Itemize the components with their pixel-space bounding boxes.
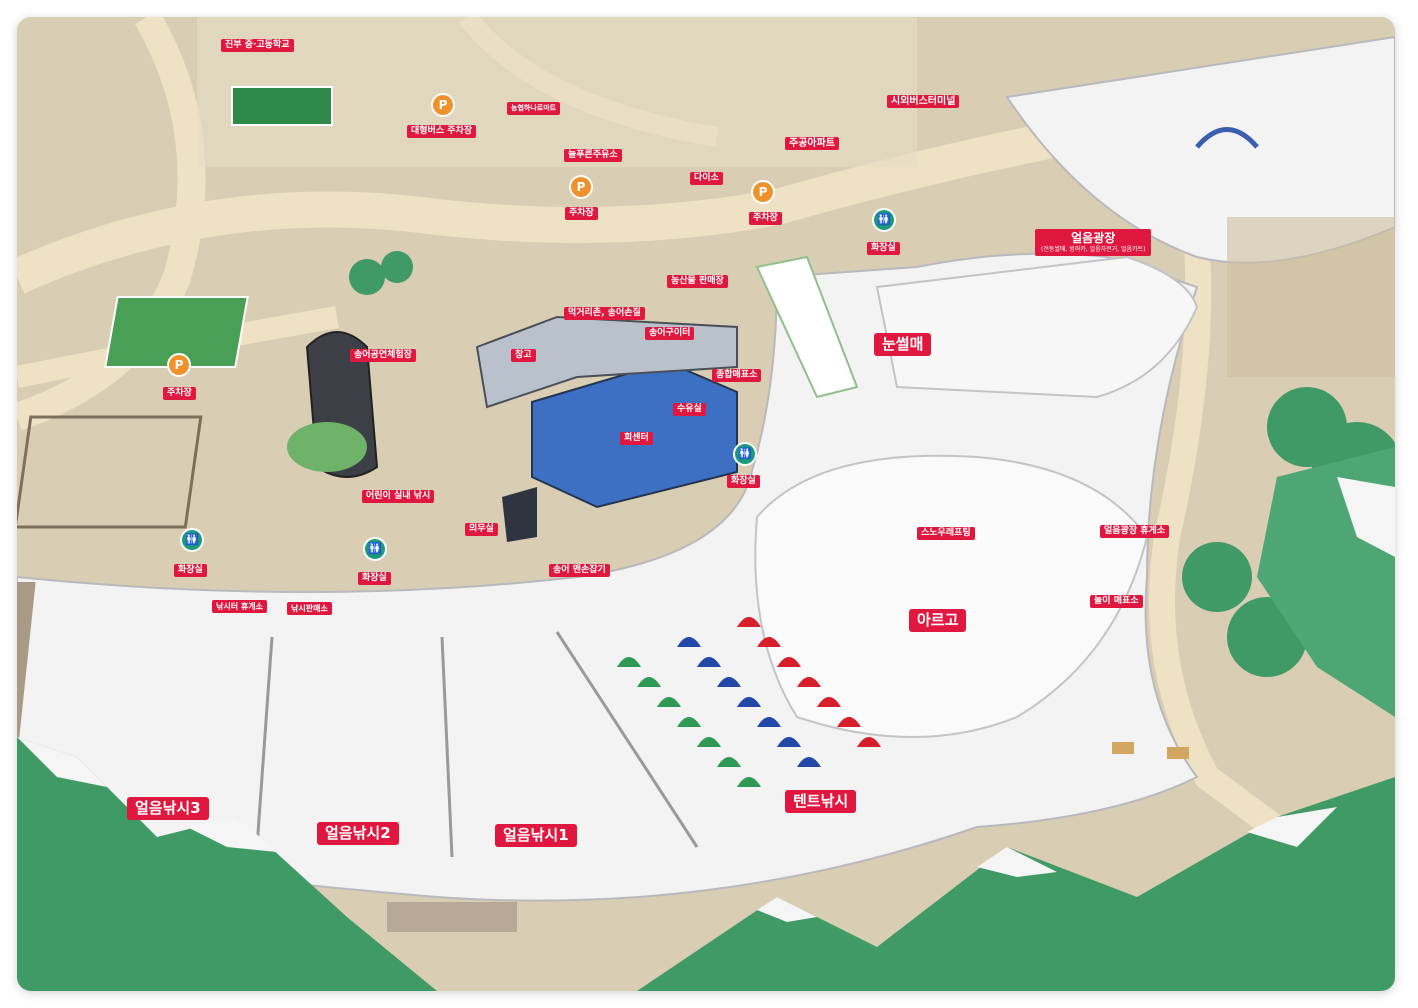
bridge xyxy=(1195,127,1259,149)
restroom-icon[interactable]: 🚻 xyxy=(874,210,894,230)
label-medical[interactable]: 의무실 xyxy=(465,523,498,536)
label-restroom-left[interactable]: 화장실 xyxy=(174,564,207,577)
label-parking-left[interactable]: 주차장 xyxy=(163,387,196,400)
label-apartment[interactable]: 주공아파트 xyxy=(785,137,839,150)
snow-field xyxy=(17,252,1199,902)
label-ice-plaza[interactable]: 얼음광장 (전동썰매, 빙퍼카, 얼음자전거, 얼음카트) xyxy=(1035,229,1152,256)
mountains-left xyxy=(17,737,437,991)
map-illustration xyxy=(17,17,1395,991)
label-nonghyup-mart[interactable]: 농협하나로마트 xyxy=(507,102,561,115)
label-trout-hall[interactable]: 송어공연체험장 xyxy=(350,349,416,362)
parking-icon[interactable]: P xyxy=(169,355,189,375)
label-ice-rest[interactable]: 얼음광장 휴게소 xyxy=(1100,525,1170,538)
label-warehouse[interactable]: 창고 xyxy=(511,349,536,362)
label-fishing-shop[interactable]: 낚시판매소 xyxy=(287,602,332,615)
label-nursing-room[interactable]: 수유실 xyxy=(673,403,706,416)
parking-icon[interactable]: P xyxy=(433,95,453,115)
restroom-icon[interactable]: 🚻 xyxy=(365,539,385,559)
label-ice-fishing-2[interactable]: 얼음낚시2 xyxy=(317,822,399,845)
label-sled[interactable]: 눈썰매 xyxy=(874,333,932,356)
label-gas-station[interactable]: 늘푸른주유소 xyxy=(564,149,622,162)
label-restroom-top[interactable]: 화장실 xyxy=(867,242,900,255)
label-parking-2[interactable]: 주차장 xyxy=(565,207,598,220)
main-road xyxy=(17,59,1395,294)
label-play-ticket[interactable]: 놀이 매표소 xyxy=(1090,595,1143,608)
label-restroom-mid[interactable]: 화장실 xyxy=(727,475,760,488)
road-right xyxy=(1149,164,1395,928)
label-bare-hand[interactable]: 송어 맨손잡기 xyxy=(549,564,610,577)
label-restroom-center[interactable]: 화장실 xyxy=(358,572,391,585)
label-bus-terminal[interactable]: 시외버스터미널 xyxy=(887,95,960,108)
label-food-village[interactable]: 먹거리촌, 송어손질 xyxy=(564,307,645,320)
label-trout-eatery[interactable]: 송어구이터 xyxy=(645,327,695,340)
label-farm-market[interactable]: 농산물 판매장 xyxy=(667,275,728,288)
road-left xyxy=(17,17,206,431)
label-tent-fishing[interactable]: 텐트낚시 xyxy=(785,790,857,813)
ice-plaza-subtitle: (전동썰매, 빙퍼카, 얼음자전거, 얼음카트) xyxy=(1041,246,1146,253)
parking-icon[interactable]: P xyxy=(753,182,773,202)
restroom-icon[interactable]: 🚻 xyxy=(735,444,755,464)
mountains-right xyxy=(637,777,1395,991)
label-argo[interactable]: 아르고 xyxy=(909,609,967,632)
label-school[interactable]: 진부 중·고등학교 xyxy=(221,39,294,52)
label-kids-fishing[interactable]: 어린이 실내 낚시 xyxy=(362,490,435,503)
label-general-store[interactable]: 종합매표소 xyxy=(712,369,762,382)
label-bus-parking[interactable]: 대형버스 주차장 xyxy=(407,125,477,138)
parking-icon[interactable]: P xyxy=(571,177,591,197)
label-snow-rafting[interactable]: 스노우래프팅 xyxy=(917,527,975,540)
festival-map: 진부 중·고등학교 대형버스 주차장 농협하나로마트 늘푸른주유소 다이소 주공… xyxy=(17,17,1395,991)
restroom-icon[interactable]: 🚻 xyxy=(182,530,202,550)
ice-plaza-title: 얼음광장 xyxy=(1071,231,1116,245)
tents xyxy=(617,617,881,787)
label-ice-fishing-1[interactable]: 얼음낚시1 xyxy=(495,824,577,847)
label-ice-fishing-3[interactable]: 얼음낚시3 xyxy=(127,797,209,820)
label-daiso[interactable]: 다이소 xyxy=(690,172,723,185)
label-parking-3[interactable]: 주차장 xyxy=(749,212,782,225)
label-fishing-rest[interactable]: 낚시터 휴게소 xyxy=(212,600,267,613)
label-sashimi-center[interactable]: 회센터 xyxy=(620,432,653,445)
